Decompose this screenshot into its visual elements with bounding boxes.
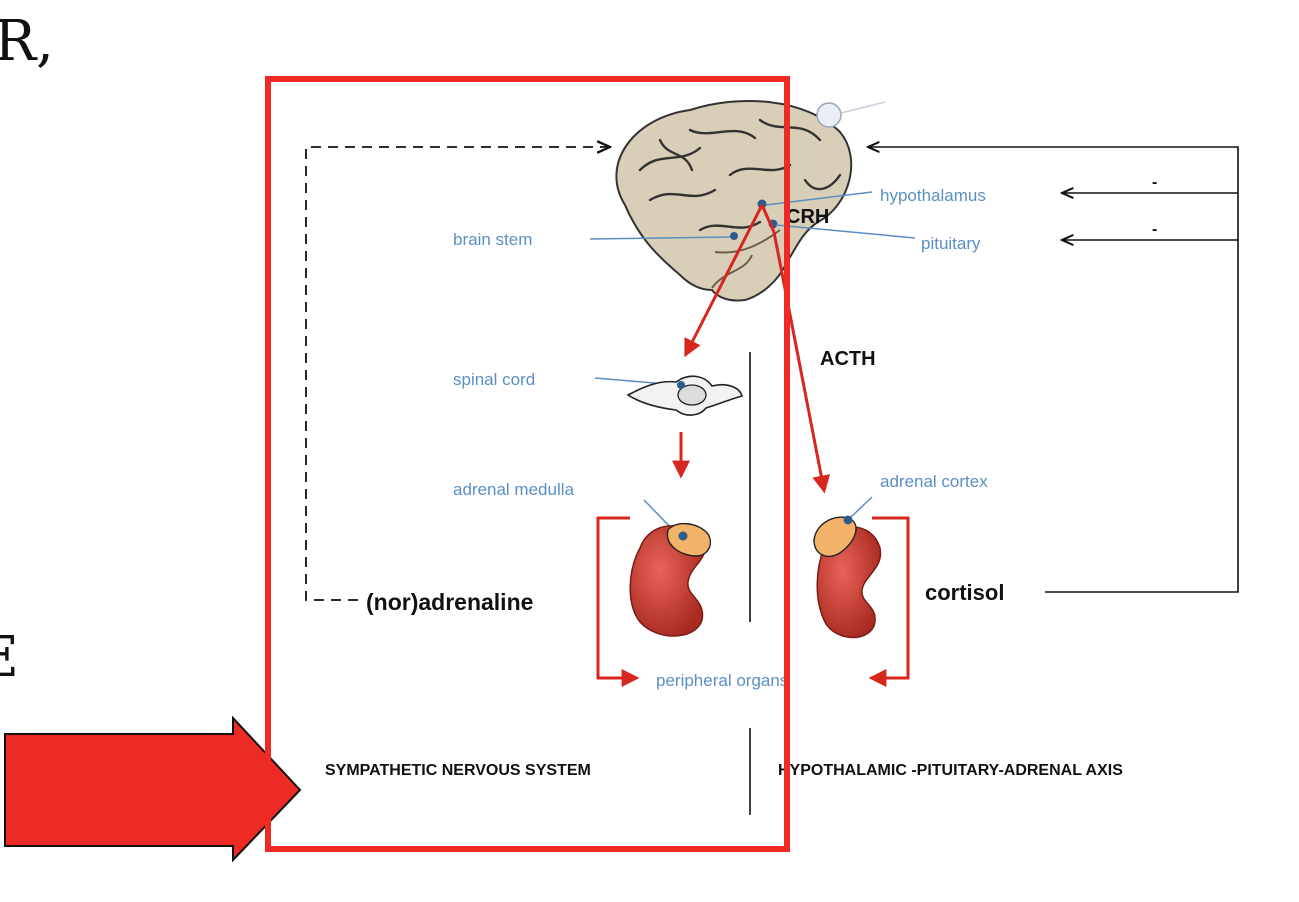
kidney-medulla-illustration [629,523,712,637]
brain-stem-marker [730,232,738,240]
label-cortisol: cortisol [925,580,1004,605]
label-spinal-cord: spinal cord [453,370,535,389]
label-hypothalamus: hypothalamus [880,186,986,205]
label-noradrenaline: (nor)adrenaline [366,589,533,615]
label-adrenal-cortex: adrenal cortex [880,472,988,491]
label-crh: CRH [786,206,829,228]
label-adrenal-medulla: adrenal medulla [453,480,575,499]
label-pituitary: pituitary [921,234,981,253]
brain-illustration [615,99,886,302]
noradrenaline-feedback-dashed [305,147,610,601]
section-sympathetic-nervous-system: SYMPATHETIC NERVOUS SYSTEM [325,762,591,779]
feedback-sign: - [1152,221,1157,238]
section-hpa-axis: HYPOTHALAMIC -PITUITARY-ADRENAL AXIS [778,762,1123,779]
pointer-arrow-icon [4,715,302,863]
label-peripheral-organs: peripheral organs [656,671,788,690]
spinal-cord-illustration [626,375,743,416]
cortisol-feedback-lines [868,147,1239,593]
highlight-frame [265,76,790,852]
label-brain-stem: brain stem [453,230,532,249]
label-acth: ACTH [820,348,876,370]
feedback-sign: - [1152,174,1157,191]
red-pathway-arrows [672,204,831,494]
slide-text-fragment: R, [0,9,54,74]
kidney-cortex-illustration [813,515,882,639]
slide-text-fragment: E [0,625,19,690]
red-bracket-lines [596,516,910,687]
